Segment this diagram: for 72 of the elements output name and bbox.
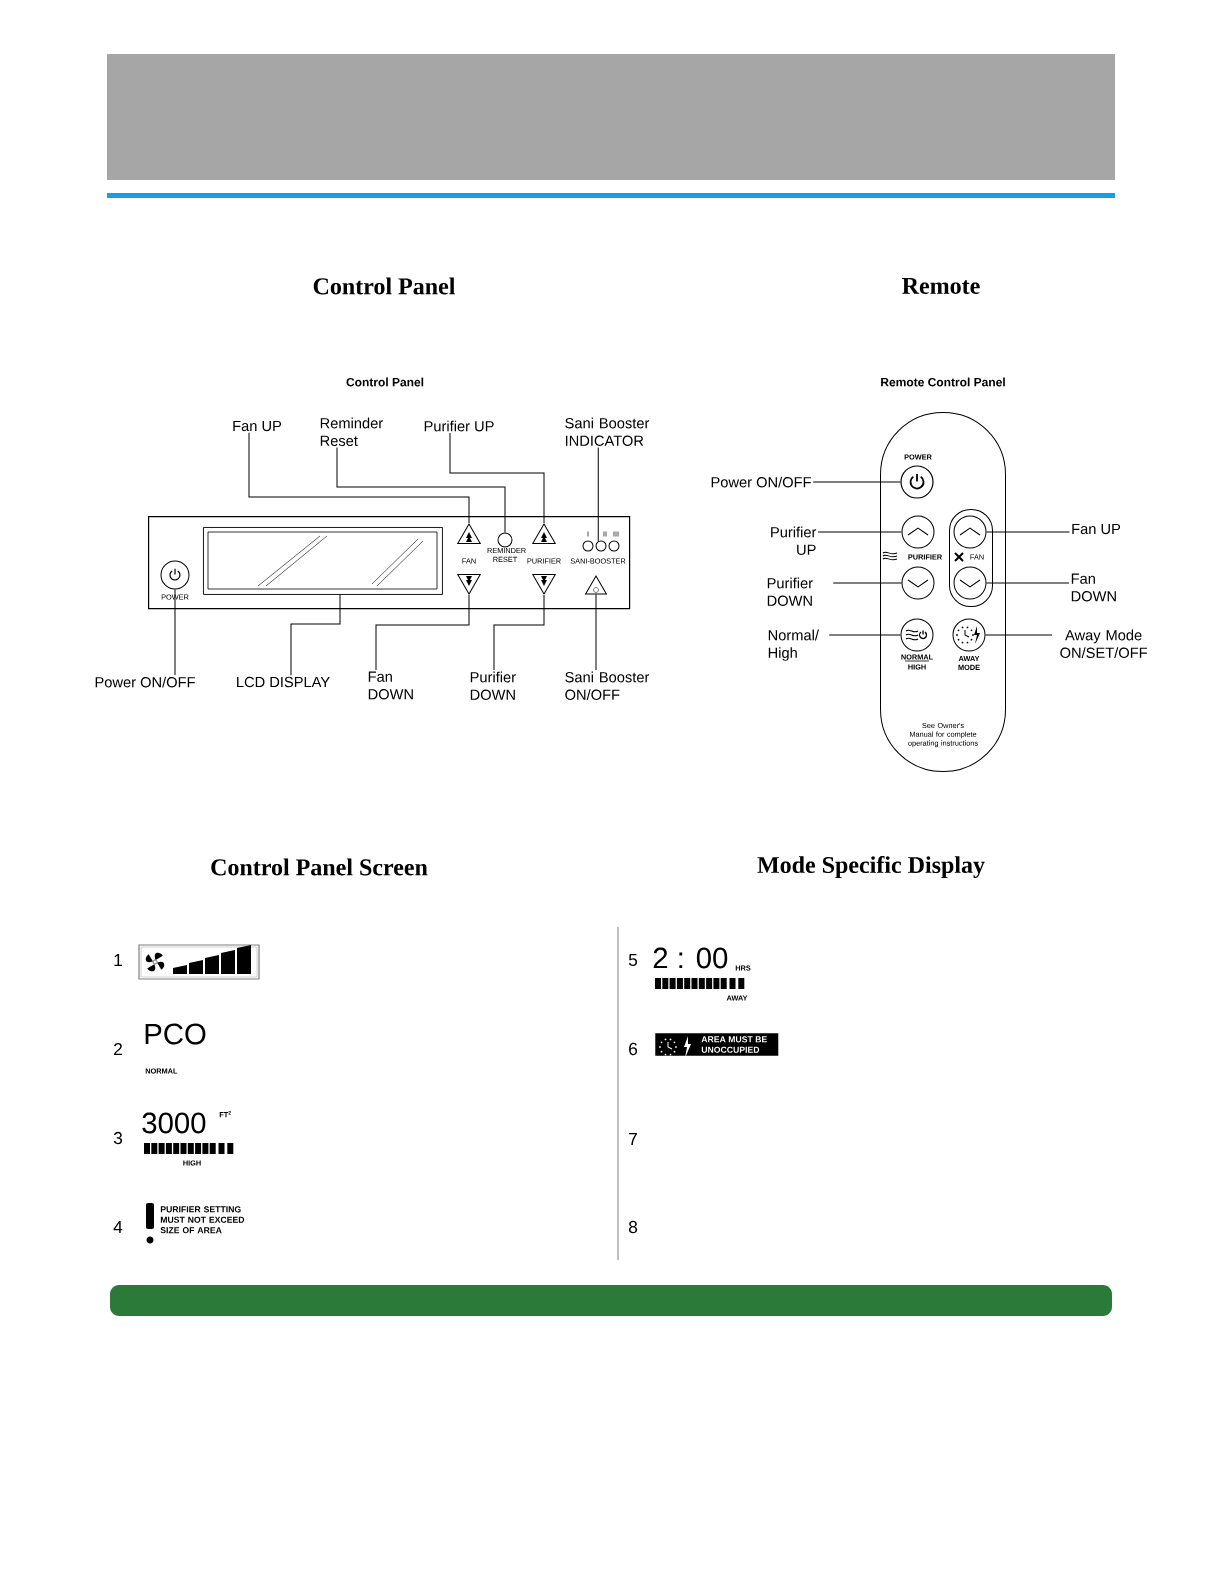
leader-line: [828, 634, 901, 636]
leader-line: [248, 432, 470, 524]
display-number: 4: [113, 1221, 123, 1233]
callout-label: Reminder Reset: [320, 417, 383, 446]
leader-line: [290, 594, 341, 676]
remote-body: [880, 412, 1006, 772]
callout-label: Sani Booster ON/OFF: [565, 671, 650, 700]
leader-line: [812, 481, 901, 483]
fan-button-frame: [949, 509, 993, 607]
indicator-light: [595, 540, 607, 552]
leader-line: [986, 531, 1071, 533]
callout-label: Fan UP: [233, 420, 282, 432]
callout-label: Power ON/OFF: [711, 476, 811, 488]
callout-label: Away Mode ON/SET/OFF: [1060, 629, 1148, 658]
up-button: [457, 523, 481, 544]
callout-label: Normal/ High: [768, 629, 819, 661]
leader-line: [832, 582, 902, 584]
display-number: 5: [628, 953, 638, 967]
down-button: [901, 566, 935, 600]
display-number: 6: [629, 1042, 638, 1056]
leader-line: [493, 594, 545, 671]
callout-label: Purifier UP: [771, 526, 817, 555]
lcd-readout: PCO: [145, 1023, 206, 1045]
display-number: 2: [114, 1042, 122, 1056]
display-number: 7: [629, 1133, 637, 1145]
warning-banner: AREA MUST BE UNOCCUPIED: [655, 1033, 779, 1056]
leader-line: [597, 447, 599, 542]
mode-button: [900, 618, 934, 662]
callout-label: Power ON/OFF: [95, 676, 195, 688]
warning-text: PURIFIER SETTING MUST NOT EXCEED SIZE OF AREA: [160, 1206, 245, 1234]
section-heading: Control Panel Screen: [211, 858, 428, 876]
callout-label: Fan UP: [1072, 523, 1121, 535]
callout-label: Fan DOWN: [1071, 573, 1116, 602]
leader-line: [336, 447, 506, 533]
leader-line: [986, 582, 1070, 584]
leader-line: [985, 634, 1053, 636]
lcd-readout: 3000: [142, 1112, 206, 1134]
callout-label: Sani Booster INDICATOR: [565, 417, 650, 446]
down-button: [532, 574, 556, 595]
display-number: 1: [114, 954, 122, 966]
down-button: [457, 574, 481, 595]
lcd-screen: [203, 527, 443, 595]
callout-label: Purifier DOWN: [767, 577, 813, 606]
indicator-light: [608, 540, 620, 552]
down-button: [953, 566, 987, 600]
panel-title: Control Panel: [346, 377, 424, 387]
panel-title: Remote Control Panel: [881, 377, 1005, 387]
leader-line: [375, 594, 470, 671]
leader-line: [174, 589, 176, 676]
power-button: [900, 465, 934, 499]
indicator-light: [582, 540, 594, 552]
callout-label: LCD DISPLAY: [237, 676, 330, 688]
lcd-readout: 2 : 00: [653, 947, 728, 969]
section-heading: Mode Specific Display: [757, 855, 985, 879]
callout-label: Purifier DOWN: [470, 671, 516, 700]
section-heading: Remote: [902, 278, 980, 294]
leader-line: [449, 432, 545, 524]
power-button: [160, 560, 190, 590]
callout-label: Purifier UP: [424, 420, 494, 432]
reset-button: [497, 532, 513, 548]
away-button: [952, 618, 986, 652]
section-heading: Control Panel: [313, 277, 455, 295]
display-number: 3: [113, 1131, 123, 1145]
leader-line: [817, 531, 902, 533]
up-button: [901, 515, 935, 549]
display-number: 8: [628, 1220, 638, 1234]
up-button: [532, 523, 556, 544]
leader-line: [595, 594, 597, 671]
up-button: [953, 515, 987, 549]
booster-button: [585, 575, 607, 595]
callout-label: Fan DOWN: [368, 671, 413, 700]
control-panel-housing: [148, 516, 631, 610]
